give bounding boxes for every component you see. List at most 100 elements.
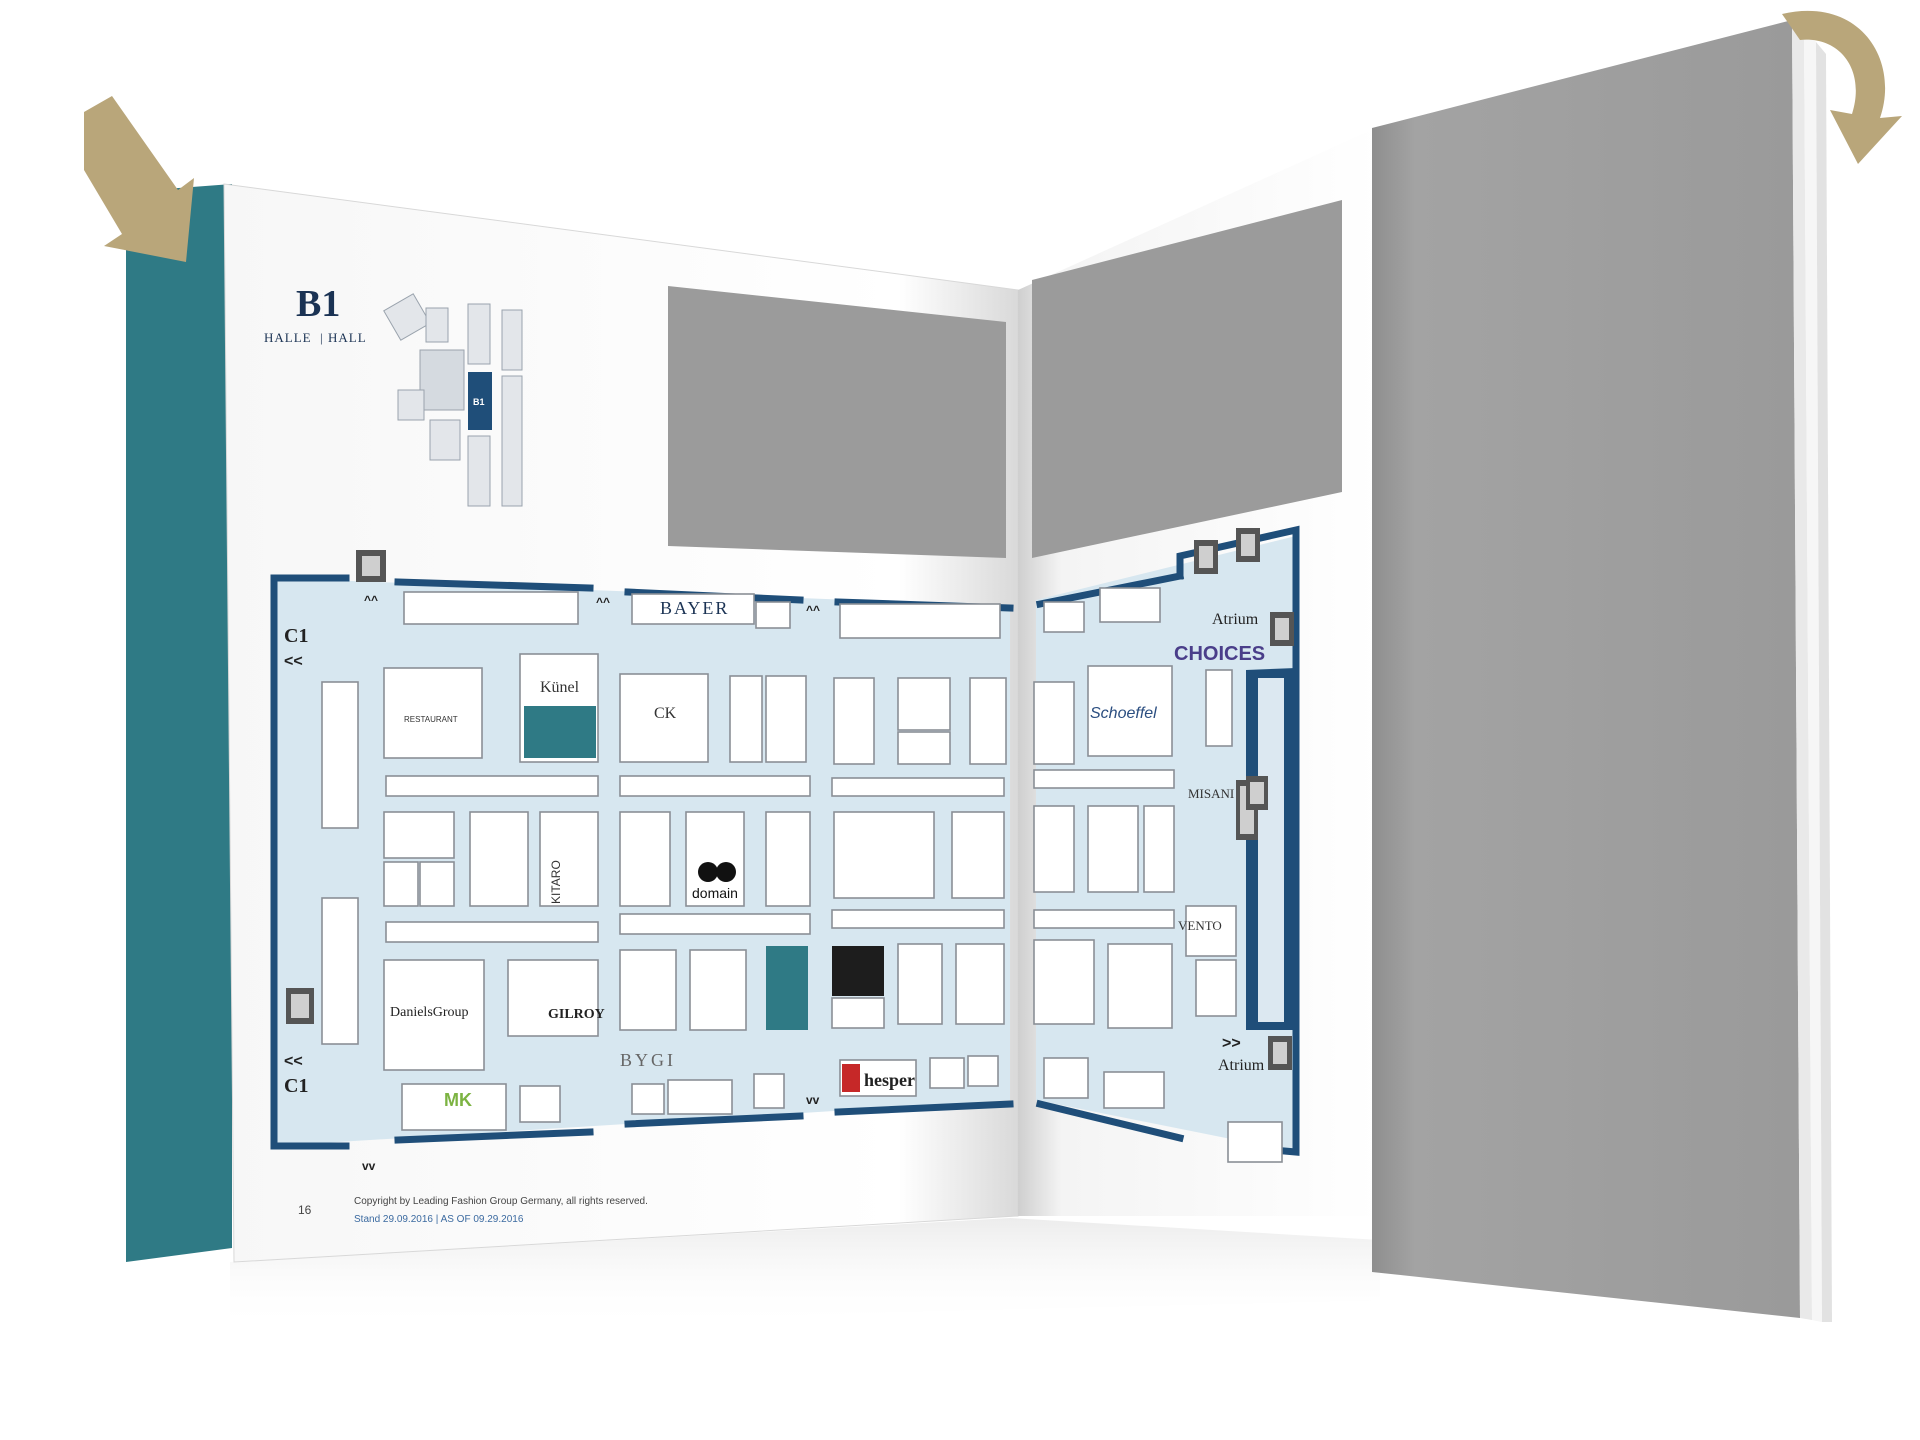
booth [385, 775, 599, 797]
stairs-icon: ^^ [596, 595, 610, 609]
booth-ck [619, 673, 709, 763]
booth [1043, 1057, 1089, 1099]
locator-map: B1 [383, 293, 523, 507]
hall-code: B1 [296, 283, 340, 325]
stairs-icon: vv [362, 1159, 376, 1173]
exhibitor-misani: MISANI [1188, 786, 1234, 801]
booth-gilroy [507, 959, 599, 1037]
booths [321, 587, 1283, 1163]
locator-highlight-label: B1 [473, 397, 485, 407]
booth [321, 897, 359, 1045]
stairs-icon: << [284, 653, 303, 670]
exit-door-icon [1236, 528, 1260, 562]
stairs-icon: << [284, 1053, 303, 1070]
booth [1195, 959, 1237, 1017]
stairs-icon: >> [1222, 1035, 1241, 1052]
domain-logo-icon [698, 862, 736, 882]
exhibitor-choices: CHOICES [1174, 643, 1265, 665]
booth [1043, 601, 1085, 633]
booth [729, 675, 763, 763]
booth [619, 949, 677, 1031]
booth [385, 921, 599, 943]
booth [1227, 1121, 1283, 1163]
booth [419, 861, 455, 907]
booth [1033, 939, 1095, 1025]
gold-down-right-arrow-icon [84, 96, 194, 262]
booth [765, 811, 811, 907]
booth-teal [766, 946, 808, 1030]
copyright-line: Copyright by Leading Fashion Group Germa… [354, 1196, 648, 1207]
exit-door-icon [1268, 1036, 1292, 1070]
booth [897, 731, 951, 765]
booth [897, 677, 951, 731]
booth-black [832, 946, 884, 996]
booth [765, 675, 807, 763]
booth [833, 811, 935, 899]
exhibitor-hesper: hesper [864, 1070, 915, 1090]
floor-reflection [230, 1218, 1380, 1330]
exit-door-icon [1270, 612, 1294, 646]
booth [689, 949, 747, 1031]
hall-label-sep: | [320, 330, 323, 345]
booth [1205, 669, 1233, 747]
booth [667, 1079, 733, 1115]
booth [929, 1057, 965, 1089]
exhibitor-mk: MK [444, 1090, 472, 1110]
booth [619, 775, 811, 797]
exhibitor-bygi: BYGI [620, 1050, 676, 1070]
booth-mk [401, 1083, 507, 1131]
exit-markers [286, 528, 1294, 1070]
booth [755, 601, 791, 629]
image-placeholder-right [1032, 200, 1342, 558]
exhibitor-schoeffel: Schoeffel [1090, 705, 1157, 722]
booth [969, 677, 1007, 765]
booth [1033, 769, 1175, 789]
booth [831, 909, 1005, 929]
booth-vento [1185, 905, 1237, 957]
booth [1143, 805, 1175, 893]
exit-door-icon [286, 988, 314, 1024]
booth-kunel-teal [524, 706, 596, 758]
booth [955, 943, 1005, 1025]
corridor-markers: C1 << << C1 ^^ ^^ ^^ vv vv >> Atrium Atr… [284, 593, 1265, 1173]
gold-curved-page-turn-arrow-icon [1782, 10, 1902, 164]
booth [833, 677, 875, 765]
image-placeholder-left [668, 286, 1006, 558]
exit-door-icon [1246, 776, 1268, 810]
atrium-label-bottom: Atrium [1218, 1057, 1265, 1074]
corridor-label-left-bottom: C1 [284, 1075, 308, 1097]
booth [967, 1055, 999, 1087]
booth [1107, 943, 1173, 1029]
locator-highlight [468, 372, 492, 430]
booth [1103, 1071, 1165, 1109]
booth [469, 811, 529, 907]
booth-daniels-group [383, 959, 485, 1071]
stairs-icon: ^^ [806, 603, 820, 617]
booth-kitaro [539, 811, 599, 907]
booth [831, 777, 1005, 797]
booth [519, 1085, 561, 1123]
exit-door-icon [356, 550, 386, 582]
booth [831, 997, 885, 1029]
booth [383, 861, 419, 907]
exhibitor-daniels-group: DanielsGroup [390, 1005, 469, 1020]
stairs-icon: vv [806, 1093, 820, 1107]
exhibitor-labels: BAYER Künel CK RESTAURANT Schoeffel CHOI… [390, 598, 1265, 1110]
exhibitor-kunel: Künel [540, 679, 580, 696]
booth [321, 681, 359, 829]
page-number: 16 [298, 1203, 312, 1217]
booth [951, 811, 1005, 899]
booth [619, 913, 811, 935]
exhibitor-ck: CK [654, 705, 677, 722]
exhibitor-restaurant: RESTAURANT [404, 715, 458, 724]
exhibitor-vento: VENTO [1178, 918, 1222, 933]
exit-door-icon [1194, 540, 1218, 574]
booth [619, 811, 671, 907]
atrium-label-top: Atrium [1212, 611, 1259, 628]
booth [631, 593, 755, 625]
booth [631, 1083, 665, 1115]
hall-heading: B1 HALLE | HALL [264, 283, 366, 345]
booth [383, 811, 455, 859]
booth [753, 1073, 785, 1109]
